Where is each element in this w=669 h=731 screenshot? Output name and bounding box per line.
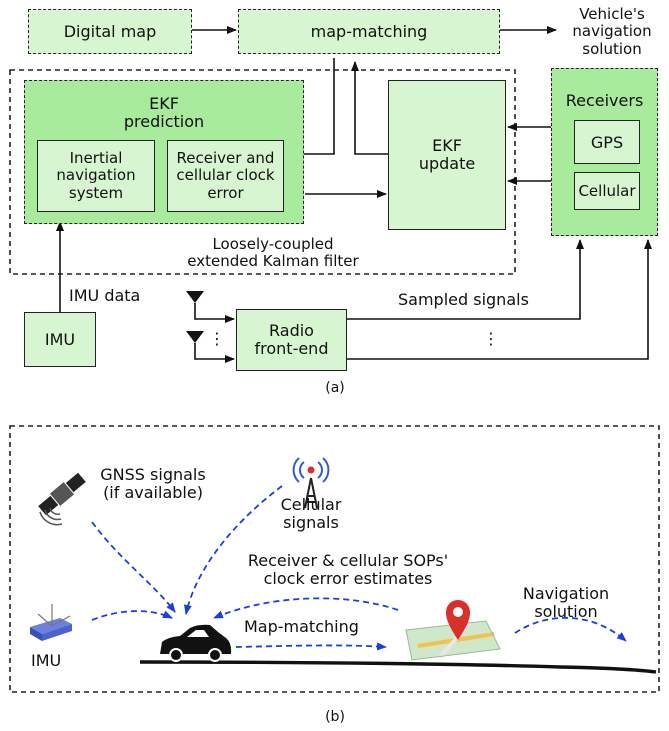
cellular-signals-label: Cellular signals (280, 495, 342, 533)
antenna-vdots: ⋮ (209, 329, 225, 348)
cellular-box: Cellular (574, 172, 640, 210)
digital-map-box: Digital map (28, 9, 192, 54)
imu-icon (30, 604, 72, 641)
imu-scenario-label: IMU (31, 651, 62, 670)
road-line (139, 660, 657, 674)
antenna-icon (186, 331, 235, 363)
cell-tower-icon (292, 457, 330, 509)
arrow-sampled-to-receivers-2 (347, 239, 652, 360)
imu-box: IMU (24, 312, 96, 367)
arrow-clock-estimates-to-car (213, 597, 399, 619)
arrow-navigation-solution (514, 616, 627, 642)
ekf-filter-frame (9, 69, 516, 275)
gps-label: GPS (590, 132, 624, 152)
vehicle-navigation-solution-label: Vehicle's navigation solution (572, 5, 652, 58)
arrow-cellular-to-car (183, 485, 283, 615)
sampled-signals-label: Sampled signals (398, 290, 529, 309)
arrow-imu-to-car (91, 610, 173, 621)
location-pin-icon (446, 600, 470, 640)
caption-b: (b) (325, 709, 345, 725)
ekf-update-box: EKF update (388, 80, 506, 230)
clock-error-estimates-label: Receiver & cellular SOPs' clock error es… (247, 551, 449, 589)
scenario-frame (9, 425, 660, 693)
arrow-map-matching (235, 642, 387, 651)
navigation-solution-label: Navigation solution (522, 584, 610, 622)
ekf-prediction-title: EKF prediction (123, 94, 205, 132)
arrow-gnss-to-car (91, 521, 176, 613)
loosely-coupled-ekf-label: Loosely-coupled extended Kalman filter (187, 235, 359, 271)
blue-flow-arrows (91, 485, 627, 651)
map-matching-flow-label: Map-matching (244, 617, 359, 636)
gps-box: GPS (574, 120, 640, 164)
inertial-navigation-box: Inertial navigation system (37, 140, 155, 212)
imu-label: IMU (44, 330, 76, 349)
receivers-label: Receivers (565, 91, 644, 110)
satellite-icon (38, 472, 86, 526)
arrow-sampled-to-receivers-1 (347, 239, 584, 320)
caption-a: (a) (325, 380, 345, 396)
signals-vdots: ⋮ (483, 329, 499, 348)
gnss-signals-label: GNSS signals (if available) (100, 465, 206, 503)
clock-error-box: Receiver and cellular clock error (167, 140, 284, 212)
map-matching-box: map-matching (238, 9, 500, 54)
map-icon (405, 620, 501, 661)
car-icon (160, 624, 232, 662)
cellular-label: Cellular (578, 182, 636, 200)
imu-data-label: IMU data (69, 286, 141, 305)
arrow-update-to-matching (351, 61, 389, 155)
radio-front-end-box: Radio front-end (236, 309, 347, 371)
map-matching-label: map-matching (310, 22, 428, 41)
digital-map-label: Digital map (63, 22, 157, 41)
antenna-icon (186, 291, 235, 323)
